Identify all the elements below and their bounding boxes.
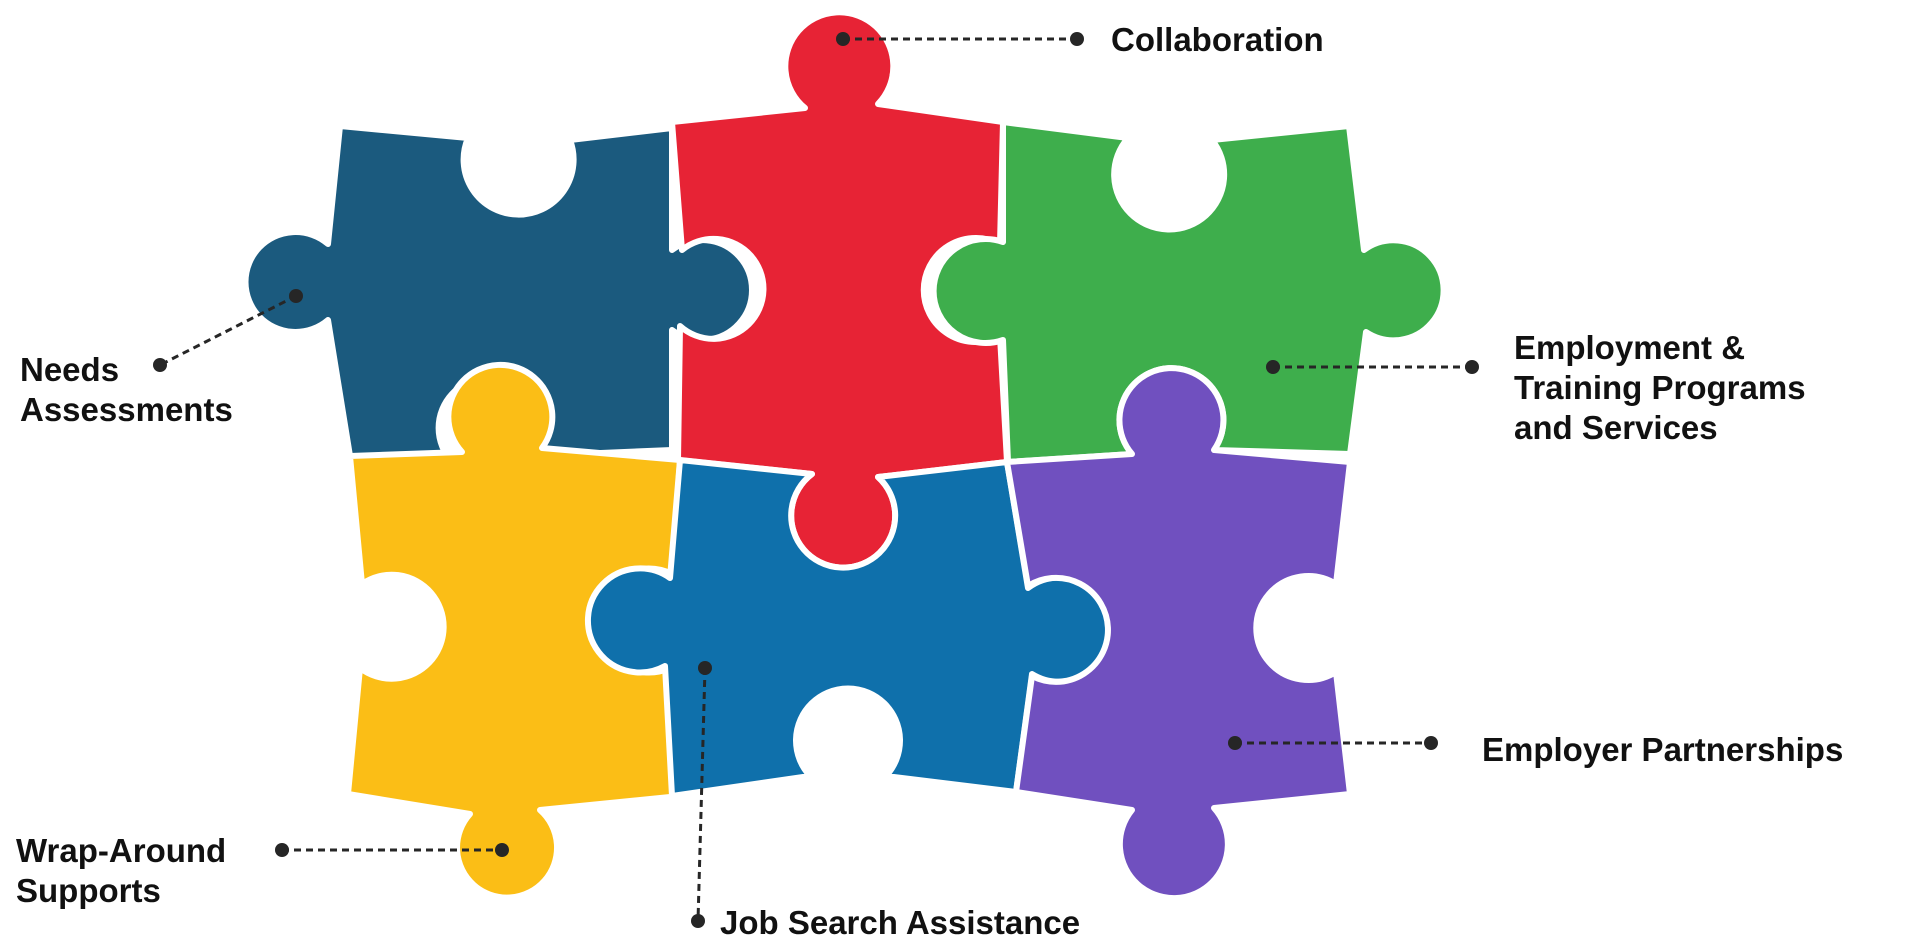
label-needs-assessments-line-1: Needs [20,351,120,388]
label-job-search-assistance-line-1: Job Search Assistance [720,904,1081,941]
puzzle-piece-employer-partnerships [1004,365,1353,902]
label-wrap-around-supports-line-2: Supports [16,872,161,909]
leader-collaboration [836,32,1084,46]
label-job-search-assistance: Job Search Assistance [720,903,1080,943]
label-employment-training-line-3: and Services [1514,409,1718,446]
puzzle-piece-wrap-around-supports [345,361,683,901]
label-employer-partnerships: Employer Partnerships [1482,730,1843,770]
puzzle-piece-wrap-around-supports-shape [345,361,683,901]
leader-job-search-assistance [691,661,712,928]
puzzle-piece-employment-training-shape [930,119,1447,465]
leader-wrap-around-supports [275,843,509,857]
label-collaboration-line-1: Collaboration [1111,21,1324,58]
leader-needs-assessments [153,289,303,372]
label-wrap-around-supports-line-1: Wrap-Around [16,832,227,869]
label-needs-assessments-line-2: Assessments [20,391,233,428]
leader-employment-training [1266,360,1479,374]
label-collaboration: Collaboration [1111,20,1324,60]
puzzle-piece-employer-partnerships-shape [1004,365,1353,902]
label-employment-training-line-1: Employment & [1514,329,1746,366]
label-needs-assessments: Needs Assessments [20,350,233,430]
label-employment-training: Employment & Training Programs and Servi… [1514,328,1806,448]
label-employer-partnerships-line-1: Employer Partnerships [1482,731,1844,768]
label-wrap-around-supports: Wrap-Around Supports [16,831,226,911]
puzzle-piece-employment-training [930,119,1447,465]
leader-employer-partnerships [1228,736,1438,750]
label-employment-training-line-2: Training Programs [1514,369,1806,406]
